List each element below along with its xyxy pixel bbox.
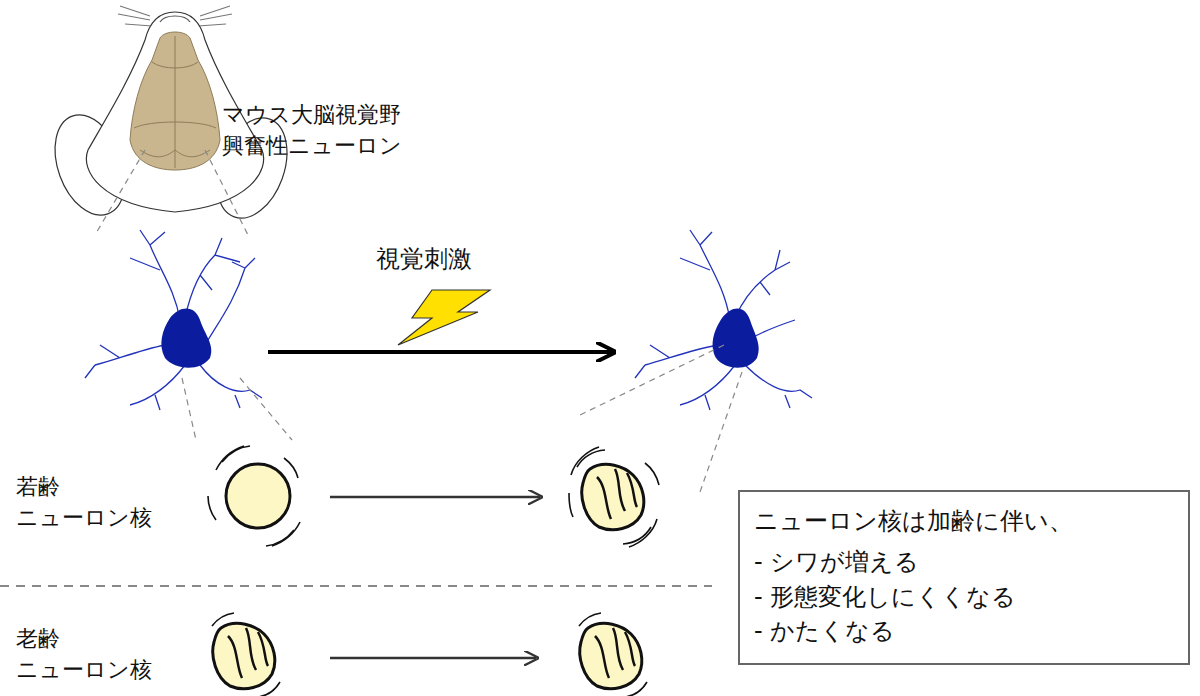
vibration-marks-part [222,446,250,462]
old-nucleus [212,613,280,696]
mouse-brain [130,32,220,170]
neuron-part [130,230,240,320]
lightning-bolt [398,290,490,345]
vibration-marks-part [284,458,298,478]
neuron-part [85,345,165,378]
neuron-part [130,365,262,410]
list-item: - 形態変化しにくくなる [754,580,1172,615]
group-label: 老齢 ニューロン核 [16,624,152,686]
zoom-leader-part [205,150,248,235]
mouse-head-part [160,16,190,22]
zoom-leader-part [95,150,145,235]
zoom-leader-part [182,378,196,440]
box-heading: ニューロン核は加齢に伴い、 [754,504,1172,539]
group-label: 若齢 ニューロン核 [16,472,152,534]
list-item: - シワが増える [754,545,1172,580]
neuron-part [680,230,790,320]
stimulus-arrow [268,350,612,354]
mouse-brain-part [130,32,220,170]
old-nucleus-part [579,613,647,696]
young-nucleus-wrinkled [569,447,659,547]
zoom-leader-part [700,372,742,492]
neuron-part [205,258,255,345]
vibration-marks-part [208,496,216,520]
zoom-leader-part [240,378,292,440]
list-item: - かたくなる [754,614,1172,649]
stimulus-label: 視覚刺激 [376,243,472,277]
young-nucleus-wrinkled-part [569,447,659,547]
region-label: マウス大脳視覚野 興奮性ニューロン [222,100,402,162]
vibration-marks [208,446,300,546]
neuron-body [161,308,211,367]
neuron [85,230,262,410]
divider [0,585,712,587]
old-nucleus [579,613,647,696]
neuron [635,230,812,410]
old-nucleus-part [580,623,642,688]
old-nucleus-part [213,623,275,688]
young-nucleus-wrinkled-part [582,464,644,529]
vibration-marks-part [272,522,300,546]
neuron-part [635,345,718,378]
summary-box: ニューロン核は加齢に伴い、 - シワが増える- 形態変化しにくくなる- かたくなる [738,490,1190,665]
young-nucleus-wrinkled-part [597,469,637,519]
change-arrow [330,496,540,499]
zoom-leader [95,150,248,235]
old-nucleus-part [228,628,268,678]
neuron-body [713,308,759,367]
young-nucleus [226,464,290,528]
vibration-marks-part [216,446,244,470]
neuron-part [680,365,812,410]
zoom-leader-part [580,345,724,415]
old-nucleus-part [595,628,635,678]
old-nucleus-part [212,613,280,696]
change-arrow [330,657,536,660]
vibration-marks-part [266,530,294,546]
mouse-brain-part [134,36,216,168]
